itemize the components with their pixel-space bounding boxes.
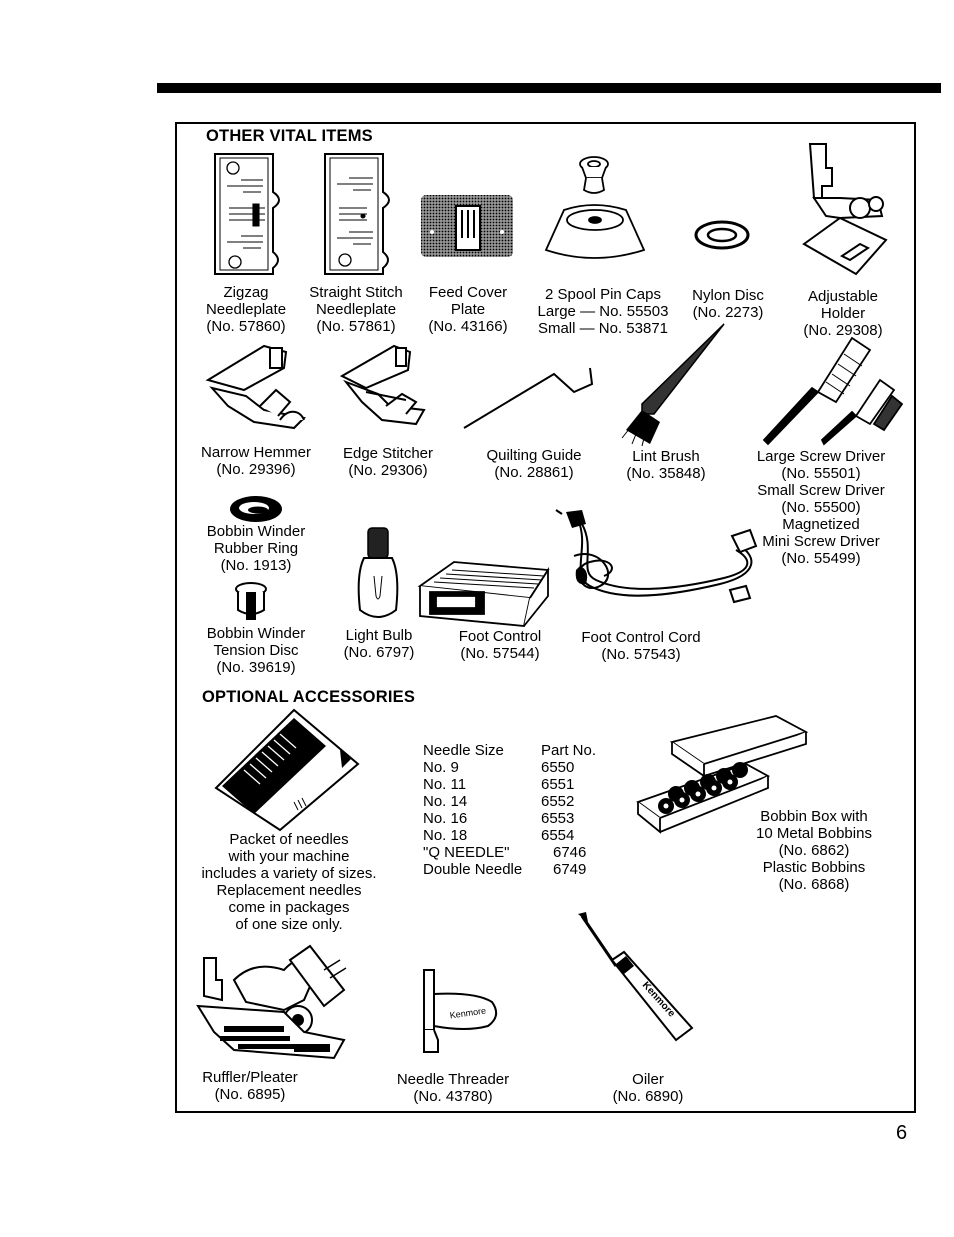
optional-accessories-heading: OPTIONAL ACCESSORIES [202, 688, 416, 706]
caption-zigzag-needleplate: Zigzag Needleplate (No. 57860) [205, 284, 287, 335]
caption-light-bulb: Light Bulb (No. 6797) [343, 627, 415, 661]
needle-packet-illustration [214, 706, 360, 832]
light-bulb-illustration [356, 524, 400, 624]
bobbin-box-illustration [636, 714, 808, 846]
caption-bobbin-box: Bobbin Box with 10 Metal Bobbins (No. 68… [756, 808, 872, 893]
nylon-disc-illustration [692, 218, 752, 252]
caption-foot-control: Foot Control (No. 57544) [458, 628, 542, 662]
foot-control-illustration [414, 534, 554, 628]
quilting-guide-illustration [462, 364, 602, 432]
needle-size-header: Needle Size [423, 742, 504, 759]
caption-bobbin-winder-rubber-ring: Bobbin Winder Rubber Ring (No. 1913) [206, 523, 306, 574]
content-frame [175, 122, 916, 1113]
foot-control-cord-illustration [560, 506, 790, 610]
caption-needle-threader: Needle Threader (No. 43780) [396, 1071, 510, 1105]
caption-foot-control-cord: Foot Control Cord (No. 57543) [581, 629, 701, 663]
adjustable-holder-illustration [800, 138, 892, 278]
spool-pin-caps-illustration [540, 154, 650, 264]
edge-stitcher-illustration [336, 340, 436, 432]
page-number: 6 [896, 1122, 908, 1144]
screw-drivers-illustration [752, 332, 902, 450]
table-row: No. 11 6551 [423, 776, 575, 793]
table-row: "Q NEEDLE" 6746 [423, 844, 587, 861]
table-row: No. 16 6553 [423, 810, 575, 827]
zigzag-needleplate-illustration [213, 152, 285, 276]
table-row: No. 9 6550 [423, 759, 575, 776]
table-row: No. 18 6554 [423, 827, 575, 844]
needle-size-table: Needle Size Part No. No. 9 6550 No. 11 6… [423, 742, 596, 878]
needle-threader-illustration: Kenmore [416, 966, 500, 1058]
narrow-hemmer-illustration [204, 340, 314, 432]
feed-cover-plate-illustration [421, 195, 513, 257]
straight-stitch-needleplate-illustration [323, 152, 395, 276]
tension-disc-illustration [234, 582, 268, 620]
caption-feed-cover-plate: Feed Cover Plate (No. 43166) [428, 284, 508, 335]
caption-needle-packet: Packet of needles with your machine incl… [201, 831, 377, 933]
caption-nylon-disc: Nylon Disc (No. 2273) [692, 287, 764, 321]
caption-straight-stitch-needleplate: Straight Stitch Needleplate (No. 57861) [309, 284, 403, 335]
part-no-header: Part No. [541, 742, 597, 759]
table-row: Double Needle 6749 [423, 861, 587, 878]
oiler-illustration: Kenmore [578, 912, 694, 1042]
lint-brush-illustration [620, 322, 730, 446]
caption-edge-stitcher: Edge Stitcher (No. 29306) [342, 445, 434, 479]
caption-screw-drivers: Large Screw Driver (No. 55501) Small Scr… [756, 448, 886, 567]
caption-spool-pin-caps: 2 Spool Pin Caps Large — No. 55503 Small… [537, 286, 669, 337]
caption-ruffler-pleater: Ruffler/Pleater (No. 6895) [202, 1069, 298, 1103]
ruffler-pleater-illustration [194, 940, 354, 1066]
top-rule [157, 83, 941, 93]
caption-lint-brush: Lint Brush (No. 35848) [626, 448, 706, 482]
needle-table-header: Needle Size Part No. [423, 742, 596, 759]
caption-bobbin-winder-tension-disc: Bobbin Winder Tension Disc (No. 39619) [206, 625, 306, 676]
caption-narrow-hemmer: Narrow Hemmer (No. 29396) [200, 444, 311, 478]
rubber-ring-illustration [230, 496, 282, 522]
caption-quilting-guide: Quilting Guide (No. 28861) [486, 447, 582, 481]
other-vital-items-heading: OTHER VITAL ITEMS [206, 127, 373, 145]
table-row: No. 14 6552 [423, 793, 575, 810]
caption-oiler: Oiler (No. 6890) [612, 1071, 684, 1105]
caption-adjustable-holder: Adjustable Holder (No. 29308) [803, 288, 883, 339]
